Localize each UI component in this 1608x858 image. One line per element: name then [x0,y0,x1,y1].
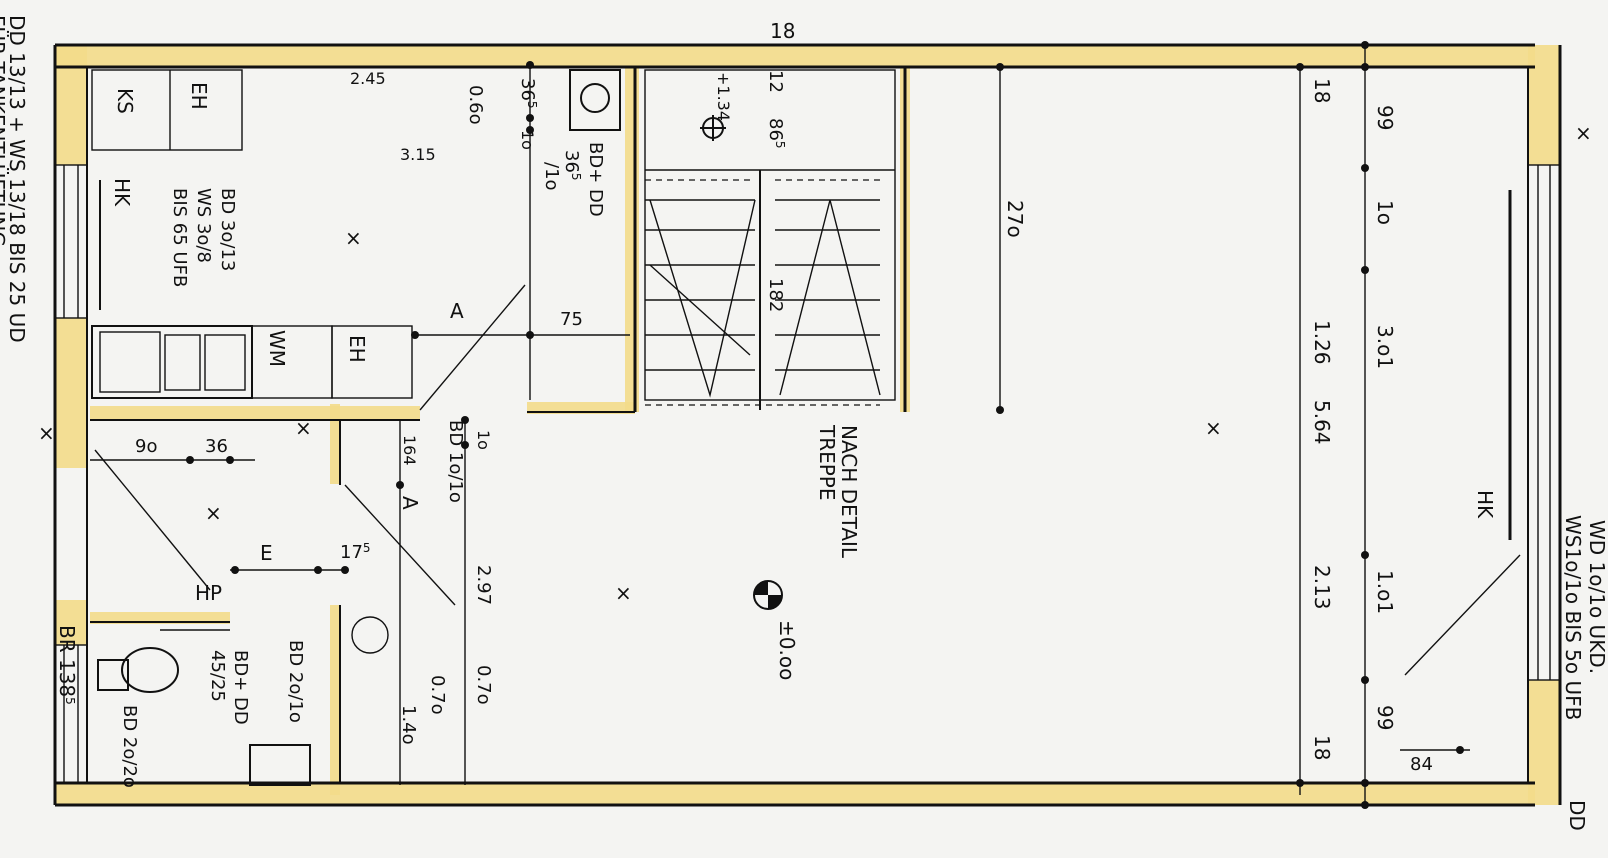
label-hk-right: HK [1473,490,1497,519]
label-eh-top: EH [187,82,211,110]
label-a-mid: A [398,496,422,510]
right-note-1: WD 1o/1o UKD. [1585,520,1608,674]
note-bd-dd-top-2: 365 [561,150,583,181]
label-hp: HP [195,581,222,605]
dimension-ticks [186,41,1464,809]
dim-0-60: 0.6o [465,85,486,125]
label-hk-left: HK [110,178,134,207]
vdim-213: 2.13 [1310,565,1334,610]
doors [94,284,1521,676]
zero-level: ±0.oo [775,620,799,680]
dim-36: 36 [205,436,228,457]
svg-text:×: × [1205,416,1222,440]
label-br: BR 1385 [55,625,79,705]
vertical-labels: DD 13/13 + WS 13/18 BIS 25 UD FÜR TANKEN… [0,15,1608,831]
dim-270: 27o [1003,200,1027,238]
dim-10-a: 1o [518,130,537,150]
svg-text:×: × [205,501,222,525]
dim-84: 84 [1410,754,1433,775]
svg-text:×: × [345,226,362,250]
dim-140: 1.4o [398,705,419,745]
dim-175: 175 [340,541,371,563]
dim-36-5: 365 [517,78,539,109]
vdim-10: 1o [1373,200,1397,225]
vdim-101: 1.o1 [1373,570,1397,614]
note-bd-dd-top-1: BD+ DD [585,142,606,217]
top-left-note-1: DD 13/13 + WS 13/18 BIS 25 UD [5,15,29,343]
note-bd-dd-wc-1: BD+ DD [230,650,251,725]
dim-90: 9o [135,436,157,457]
note-bd-10-10: BD 1o/1o [445,420,466,503]
label-wm: WM [265,330,289,367]
vdim-99-bottom: 99 [1373,705,1397,730]
stair-12: 12 [765,70,786,93]
dim-0-70b: 0.7o [427,675,448,715]
top-left-note-2: FÜR TANKENTLÜFTUNG [0,15,9,247]
label-a-top: A [450,299,464,323]
label-eh-mid: EH [345,335,369,363]
note-bd-dd-wc-2: 45/25 [207,650,228,702]
dim-3-15: 3.15 [400,145,436,164]
stair-level: +1.34 [714,72,733,121]
note-bd-20-10: BD 2o/1o [285,640,306,723]
note-bd-ws-2: WS 3o/8 [193,188,214,263]
vdim-18-bottom: 18 [1310,735,1334,760]
stair-182: 182 [765,278,786,312]
dim-0-70: 0.7o [473,665,494,705]
vdim-99-top: 99 [1373,105,1397,130]
svg-text:×: × [295,416,312,440]
svg-text:×: × [615,581,632,605]
dim-164: 164 [400,435,419,466]
note-bd-20-20: BD 2o/2o [119,705,140,788]
label-treppe-1: TREPPE [815,424,839,501]
vdim-126: 1.26 [1310,320,1334,365]
dim-2-45: 2.45 [350,69,386,88]
dim-75: 75 [560,309,583,330]
top-dim-label: 18 [770,19,795,43]
label-ks: KS [113,88,137,114]
staircase [644,69,896,410]
kitchen-fixtures [91,69,621,399]
note-bd-dd-top-3: /1o [541,162,562,191]
text-labels: 18 2.45 3.15 A 75 9o 36 E 175 HP 84 [135,19,1433,775]
svg-text:×: × [38,421,55,445]
svg-text:×: × [1575,121,1592,145]
stair-86: 865 [765,118,787,149]
dim-10-b: 1o [474,430,493,450]
note-bd-ws-1: BD 3o/13 [217,188,238,271]
vdim-18-top: 18 [1310,78,1334,103]
label-e: E [260,541,273,565]
right-note-2: WS1o/1o BIS 5o UFB [1561,515,1585,720]
bath-fixtures [97,616,389,786]
window-bands [54,164,1561,784]
highlighted-walls [55,45,1560,805]
label-dd-bottom: DD [1565,800,1589,831]
dim-297: 2.97 [473,565,494,605]
vdim-564: 5.64 [1310,400,1334,445]
outlet-markers: × × × × × × × [38,121,1592,605]
vdim-301: 3.o1 [1373,325,1397,369]
note-bd-ws-3: BIS 65 UFB [169,188,190,287]
label-treppe-2: NACH DETAIL [837,425,861,559]
level-marker-icon [753,580,783,610]
